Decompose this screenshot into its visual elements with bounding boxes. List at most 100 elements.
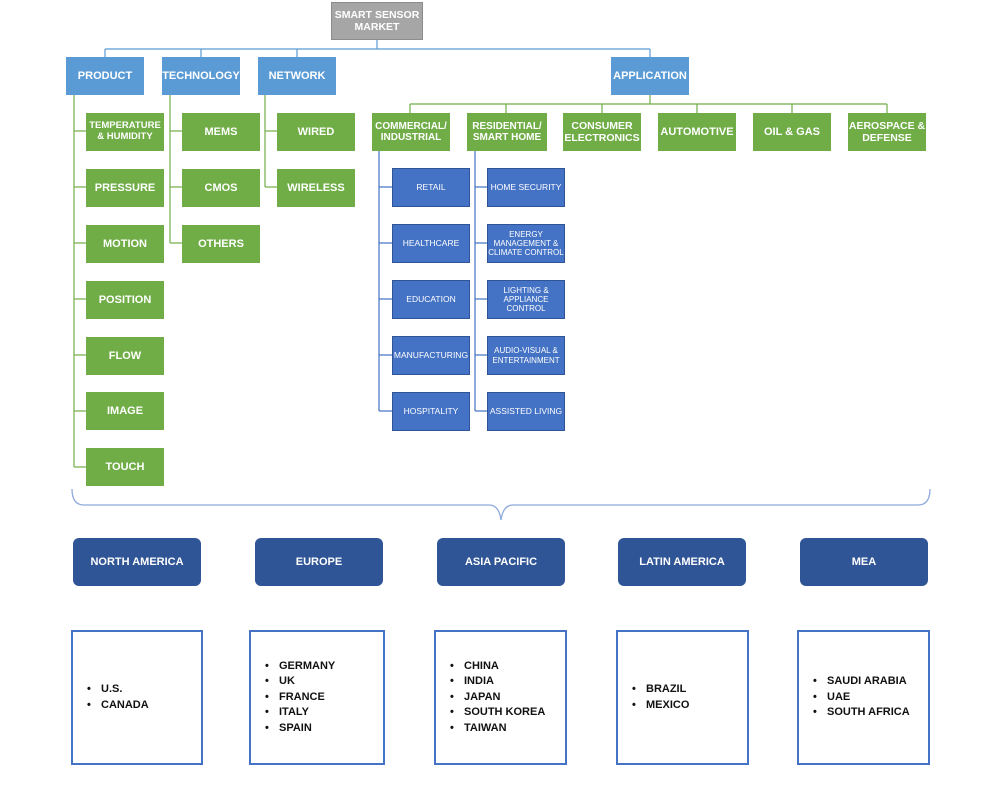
country-item: BRAZIL [632, 682, 689, 698]
network-item: WIRELESS [277, 169, 355, 207]
country-item: TAIWAN [450, 721, 545, 737]
region-label: NORTH AMERICA [90, 555, 184, 568]
country-list-asia-pacific: CHINA INDIA JAPAN SOUTH KOREA TAIWAN [434, 630, 567, 765]
commercial-item-label: HEALTHCARE [402, 237, 460, 248]
country-item: JAPAN [450, 690, 545, 706]
category-application-label: APPLICATION [613, 69, 687, 82]
residential-item-label: HOME SECURITY [490, 181, 562, 192]
application-item-label: AEROSPACE & DEFENSE [848, 119, 926, 144]
application-item: RESIDENTIAL/ SMART HOME [467, 113, 547, 151]
application-item: CONSUMER ELECTRONICS [563, 113, 641, 151]
technology-item: CMOS [182, 169, 260, 207]
category-application: APPLICATION [611, 57, 689, 95]
network-item-label: WIRELESS [287, 181, 345, 194]
country-item: MEXICO [632, 698, 689, 714]
commercial-item: HOSPITALITY [392, 392, 470, 431]
product-item: TOUCH [86, 448, 164, 486]
country-item: SAUDI ARABIA [813, 674, 910, 690]
country-item: UAE [813, 690, 910, 706]
country-item: U.S. [87, 682, 149, 698]
product-item: FLOW [86, 337, 164, 375]
category-technology: TECHNOLOGY [162, 57, 240, 95]
region-label: LATIN AMERICA [639, 555, 725, 568]
country-list-latin-america: BRAZIL MEXICO [616, 630, 749, 765]
product-item-label: TOUCH [105, 460, 145, 473]
region-asia-pacific: ASIA PACIFIC [437, 538, 565, 586]
application-item-label: CONSUMER ELECTRONICS [564, 119, 640, 144]
application-item-label: AUTOMOTIVE [660, 125, 734, 138]
country-item: CHINA [450, 659, 545, 675]
country-list-europe: GERMANY UK FRANCE ITALY SPAIN [249, 630, 385, 765]
country-list-mea: SAUDI ARABIA UAE SOUTH AFRICA [797, 630, 930, 765]
technology-item: OTHERS [182, 225, 260, 263]
commercial-item-label: RETAIL [416, 181, 446, 192]
residential-item-label: LIGHTING & APPLIANCE CONTROL [503, 285, 549, 314]
region-label: MEA [851, 555, 877, 568]
commercial-item: MANUFACTURING [392, 336, 470, 375]
country-item: SOUTH AFRICA [813, 705, 910, 721]
product-item-label: TEMPERATURE & HUMIDITY [89, 120, 161, 142]
residential-item: AUDIO-VISUAL & ENTERTAINMENT [487, 336, 565, 375]
product-item: MOTION [86, 225, 164, 263]
product-item: IMAGE [86, 392, 164, 430]
product-item: PRESSURE [86, 169, 164, 207]
network-item: WIRED [277, 113, 355, 151]
residential-item: ENERGY MANAGEMENT & CLIMATE CONTROL [487, 224, 565, 263]
category-network-label: NETWORK [268, 69, 326, 82]
region-label: ASIA PACIFIC [464, 555, 538, 568]
country-item: CANADA [87, 698, 149, 714]
application-item-label: OIL & GAS [763, 125, 821, 138]
country-item: GERMANY [265, 659, 335, 675]
product-item: TEMPERATURE & HUMIDITY [86, 113, 164, 151]
technology-item-label: CMOS [204, 181, 238, 194]
commercial-item-label: HOSPITALITY [403, 405, 459, 416]
category-network: NETWORK [258, 57, 336, 95]
root-node: SMART SENSOR MARKET [331, 2, 423, 40]
country-item: INDIA [450, 674, 545, 690]
product-item-label: POSITION [98, 293, 152, 306]
category-product: PRODUCT [66, 57, 144, 95]
application-item: COMMERCIAL/ INDUSTRIAL [372, 113, 450, 151]
region-north-america: NORTH AMERICA [73, 538, 201, 586]
category-product-label: PRODUCT [77, 69, 133, 82]
technology-item-label: OTHERS [198, 237, 244, 250]
application-item: AEROSPACE & DEFENSE [848, 113, 926, 151]
category-technology-label: TECHNOLOGY [162, 69, 240, 82]
country-list-north-america: U.S. CANADA [71, 630, 203, 765]
region-mea: MEA [800, 538, 928, 586]
residential-item-label: AUDIO-VISUAL & ENTERTAINMENT [492, 346, 560, 365]
application-item: AUTOMOTIVE [658, 113, 736, 151]
residential-item-label: ENERGY MANAGEMENT & CLIMATE CONTROL [488, 229, 564, 258]
country-item: SOUTH KOREA [450, 705, 545, 721]
residential-item: ASSISTED LIVING [487, 392, 565, 431]
network-item-label: WIRED [297, 125, 335, 138]
commercial-item: RETAIL [392, 168, 470, 207]
region-latin-america: LATIN AMERICA [618, 538, 746, 586]
commercial-item-label: MANUFACTURING [393, 349, 469, 360]
commercial-item: HEALTHCARE [392, 224, 470, 263]
country-item: UK [265, 674, 335, 690]
commercial-item: EDUCATION [392, 280, 470, 319]
technology-item-label: MEMS [204, 125, 238, 138]
commercial-item-label: EDUCATION [406, 293, 456, 304]
application-item-label: COMMERCIAL/ INDUSTRIAL [375, 120, 447, 144]
residential-item: HOME SECURITY [487, 168, 565, 207]
region-label: EUROPE [295, 555, 343, 568]
country-item: ITALY [265, 705, 335, 721]
product-item: POSITION [86, 281, 164, 319]
technology-item: MEMS [182, 113, 260, 151]
region-europe: EUROPE [255, 538, 383, 586]
country-item: SPAIN [265, 721, 335, 737]
residential-item-label: ASSISTED LIVING [489, 405, 563, 416]
product-item-label: MOTION [103, 237, 147, 250]
application-item: OIL & GAS [753, 113, 831, 151]
product-item-label: FLOW [108, 349, 142, 362]
product-item-label: PRESSURE [94, 181, 156, 194]
application-item-label: RESIDENTIAL/ SMART HOME [472, 120, 542, 144]
product-item-label: IMAGE [106, 404, 144, 417]
residential-item: LIGHTING & APPLIANCE CONTROL [487, 280, 565, 319]
root-label: SMART SENSOR MARKET [334, 8, 420, 33]
region-brace [71, 488, 931, 521]
country-item: FRANCE [265, 690, 335, 706]
